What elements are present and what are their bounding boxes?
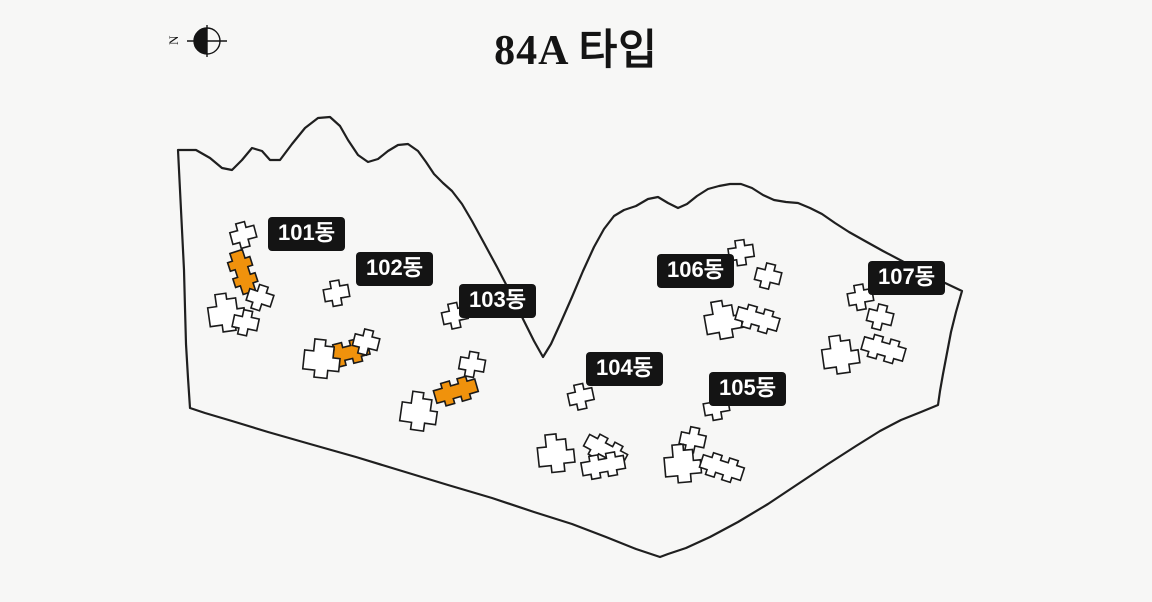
site-boundary-outline <box>176 115 964 559</box>
building-label-104: 104동 <box>586 352 663 387</box>
building-cluster-104 <box>535 381 631 482</box>
building-label-103: 103동 <box>459 284 536 319</box>
building-footprint-highlighted <box>224 247 262 297</box>
building-footprint <box>662 442 703 485</box>
building-footprint <box>858 331 909 367</box>
building-label-102: 102동 <box>356 252 433 287</box>
compass-north-label: N <box>166 35 181 45</box>
building-cluster-103 <box>397 300 488 434</box>
building-cluster-101 <box>205 218 277 339</box>
building-cluster-107 <box>819 281 909 377</box>
building-footprint <box>732 301 783 337</box>
page-title: 84A 타입 <box>494 28 658 74</box>
building-label-105: 105동 <box>709 372 786 407</box>
building-footprint <box>227 218 260 251</box>
building-footprint <box>697 449 747 486</box>
building-footprint <box>864 301 897 334</box>
building-footprint <box>535 431 577 475</box>
building-footprint <box>752 260 785 293</box>
building-cluster-102 <box>301 277 383 381</box>
building-label-107: 107동 <box>868 261 945 296</box>
building-footprint <box>456 349 488 380</box>
compass-north-icon: N <box>166 25 227 57</box>
building-footprint <box>819 332 862 377</box>
building-footprint-highlighted <box>431 373 481 409</box>
building-cluster-105 <box>662 391 747 486</box>
building-footprint <box>397 389 441 434</box>
building-footprint <box>565 381 597 413</box>
building-footprint <box>321 277 352 309</box>
building-label-106: 106동 <box>657 254 734 289</box>
building-label-101: 101동 <box>268 217 345 252</box>
